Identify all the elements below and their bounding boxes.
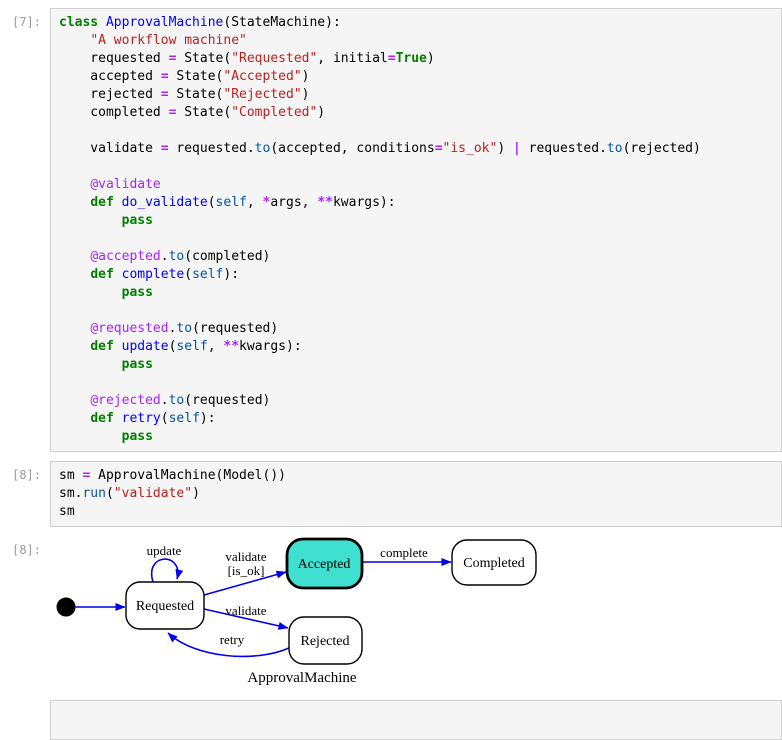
next-cell-editor[interactable] (50, 700, 782, 740)
output-prompt-8: [8]: (12, 543, 41, 557)
next-cell-prompt (0, 700, 50, 707)
edge-validate-to-rejected (203, 608, 289, 630)
diagram-caption: ApprovalMachine (247, 670, 356, 686)
edge-update-self-loop (150, 558, 184, 583)
initial-state-dot (56, 597, 76, 617)
edge-validate-to-accepted (203, 570, 287, 596)
next-cell-partial (0, 700, 782, 740)
code-editor-8[interactable]: sm = ApprovalMachine(Model())sm.run("val… (50, 461, 782, 527)
state-diagram: Requested Accepted Completed Rejected up… (56, 537, 537, 686)
transition-label-validate-guard: [is_ok] (228, 563, 265, 578)
edge-retry-to-requested (167, 632, 290, 658)
code-editor-7[interactable]: class ApprovalMachine(StateMachine): "A … (50, 8, 782, 452)
code-cell-7: [7]: class ApprovalMachine(StateMachine)… (0, 8, 782, 452)
state-node-rejected (288, 616, 363, 665)
state-label-accepted: Accepted (298, 557, 351, 572)
code-cell-8: [8]: sm = ApprovalMachine(Model())sm.run… (0, 461, 782, 527)
transition-label-retry: retry (220, 632, 245, 647)
state-label-rejected: Rejected (301, 634, 350, 649)
output-cell-8: [8]: Requested (0, 536, 782, 691)
state-node-accepted-current (285, 537, 364, 590)
output-area: Requested Accepted Completed Rejected up… (50, 536, 782, 691)
transition-label-validate2: validate (225, 603, 266, 618)
transition-label-update: update (147, 543, 182, 558)
state-node-requested (125, 581, 205, 630)
state-label-completed: Completed (463, 556, 524, 571)
input-prompt-7: [7]: (12, 15, 41, 29)
transition-label-complete: complete (380, 545, 428, 560)
state-node-completed (451, 539, 537, 586)
state-label-requested: Requested (136, 599, 194, 614)
transition-label-validate-event: validate (225, 549, 266, 564)
input-prompt-8: [8]: (12, 468, 41, 482)
